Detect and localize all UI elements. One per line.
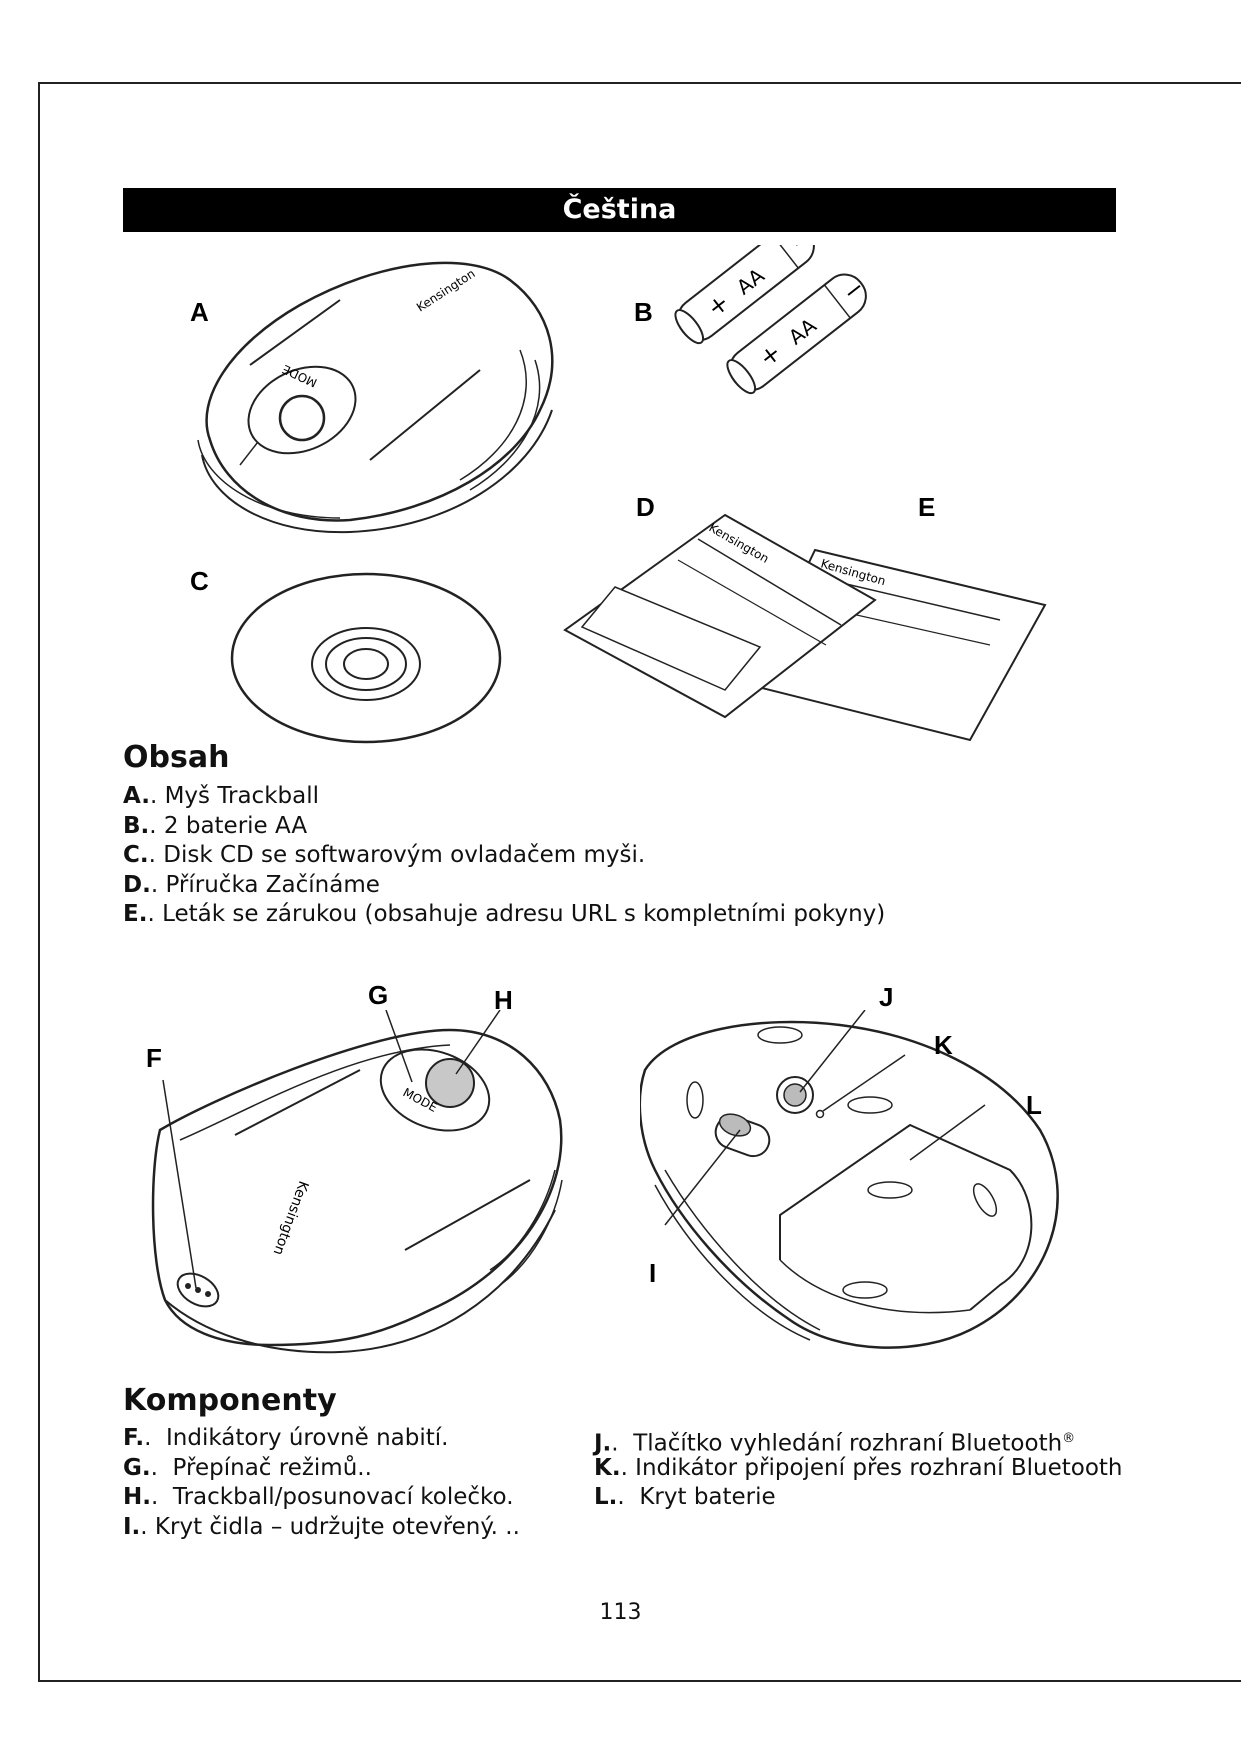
figure-label-i: I [649, 1258, 657, 1288]
components-list-left: F.. Indikátory úrovně nabití. G.. Přepín… [123, 1424, 520, 1542]
list-item: H.. Trackball/posunovací kolečko. [123, 1484, 514, 1510]
page-number: 113 [599, 1600, 642, 1625]
figure-label-a: A [190, 297, 209, 327]
list-item: K.. Indikátor připojení přes rozhraní Bl… [594, 1454, 1123, 1481]
list-item: J.. Tlačítko vyhledání rozhraní Bluetoot… [594, 1430, 1076, 1457]
registered-mark: ® [1062, 1431, 1076, 1446]
list-item: E.. Leták se zárukou (obsahuje adresu UR… [123, 901, 886, 927]
list-item: D.. Příručka Začínáme [123, 871, 380, 898]
figure-label-d: D [636, 492, 655, 522]
figure-label-g: G [368, 980, 389, 1010]
components-title: Komponenty [123, 1383, 337, 1418]
figure-label-c: C [190, 566, 209, 596]
contents-title: Obsah [123, 740, 230, 775]
figure-label-k: K [934, 1030, 953, 1060]
figure-label-e: E [918, 492, 936, 522]
list-item: L.. Kryt baterie [594, 1484, 776, 1510]
components-list-right: J.. Tlačítko vyhledání rozhraní Bluetoot… [594, 1424, 1123, 1513]
figure-label-f: F [146, 1043, 162, 1073]
list-item: G.. Přepínač režimů.. [123, 1454, 372, 1481]
figure-label-h: H [494, 985, 513, 1015]
leaflets-illustration: Kensington Kensington [563, 513, 1047, 742]
cd-illustration [230, 572, 502, 744]
mouse-top-illustration: MODE Kensington [197, 261, 554, 534]
list-item: F.. Indikátory úrovně nabití. [123, 1425, 449, 1451]
batteries-illustration: + AA − + AA − [674, 245, 870, 395]
figure-label-l: L [1026, 1090, 1042, 1120]
list-item: B.. 2 baterie AA [123, 812, 308, 839]
mouse-components-bottom-illustration [640, 1010, 1059, 1349]
list-item: I.. Kryt čidla – udržujte otevřený. .. [123, 1513, 520, 1540]
figure-label-b: B [634, 297, 653, 327]
list-item: A.. Myš Trackball [123, 783, 319, 809]
language-header: Čeština [123, 188, 1116, 232]
page-frame [38, 82, 1241, 1682]
mouse-components-top-illustration: MODE Kensington [151, 1010, 563, 1354]
figure-label-j: J [879, 982, 894, 1012]
list-item: C.. Disk CD se softwarovým ovladačem myš… [123, 842, 646, 868]
contents-list: A.. Myš Trackball B.. 2 baterie AA C.. D… [123, 782, 885, 930]
